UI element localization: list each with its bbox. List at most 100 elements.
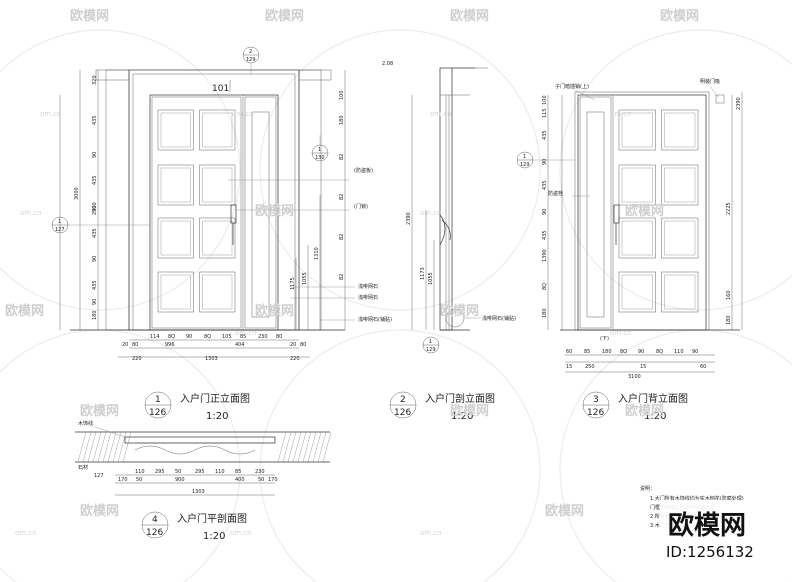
- watermark-site: om.cn: [40, 110, 62, 118]
- back-right-dim: 160: [726, 290, 732, 300]
- plan-dim-2: 400: [235, 477, 245, 483]
- watermark-site: om.cn: [232, 110, 254, 118]
- back-label-flush-bolt: 子门暗插销(上): [555, 83, 589, 90]
- view-sheet: 126: [149, 408, 166, 418]
- back-bottom-dim-2: 60: [700, 364, 706, 370]
- door-number: 101: [212, 84, 229, 94]
- view-title-text: 入户门背立面图: [618, 392, 688, 405]
- front-bottom-dim-1: 8Q: [204, 334, 211, 340]
- front-left-dim: 180: [92, 310, 98, 320]
- front-bottom-dim-3: 220: [290, 356, 300, 362]
- back-elevation: 子门暗插销(上) 明装门吸 防盗栓 (下) 100115435904359043…: [516, 78, 743, 380]
- front-left-dim: 435: [92, 115, 98, 125]
- back-right-dim: 2390: [736, 97, 742, 110]
- front-label-security-plate: (防盗板): [354, 167, 373, 174]
- logo-text: 欧模网: [668, 510, 746, 541]
- section-dim-1055: 1055: [428, 272, 434, 285]
- svg-text:129: 129: [426, 347, 436, 353]
- view-scale: 1:20: [451, 411, 473, 422]
- front-label-stone-1: 浅啡网石: [358, 283, 378, 290]
- watermark-site: om.cn: [610, 110, 632, 118]
- watermark-brand: 欧模网: [450, 8, 489, 24]
- plan-dim-2: 50: [136, 477, 142, 483]
- front-elevation: 101 (防盗板) (门锁) 浅啡网石 浅啡网石 浅啡网石(铺贴) 320435…: [51, 46, 392, 362]
- plan-callout: 127: [94, 473, 104, 479]
- front-panel: [199, 217, 236, 259]
- callout-1-130: 1 130: [311, 135, 329, 162]
- view-scale: 1:20: [206, 411, 228, 422]
- front-bottom-dim-2: 996: [165, 342, 175, 348]
- view-number: 2: [400, 395, 406, 405]
- front-right-dim: 82: [339, 194, 345, 200]
- callout-1-127: 1 127: [51, 216, 150, 234]
- section-elevation: 2.08 2390 1173 1055 浅啡网石(铺贴) 1 129: [382, 61, 516, 354]
- plan-label-wood-trim: 木饰线: [78, 420, 93, 427]
- view-title-front: 1 126 入户门正立面图 1:20: [144, 391, 250, 422]
- view-number: 1: [155, 395, 161, 405]
- back-bottom-dim-2: 15: [640, 364, 646, 370]
- back-left-dim: 8Q: [542, 283, 548, 290]
- back-bottom-dim-2: 250: [585, 364, 595, 370]
- front-panel: [157, 164, 194, 206]
- back-bottom-dim-1: 85: [584, 349, 590, 355]
- watermark-site: om.cn: [15, 529, 37, 537]
- back-bottom-dim-1: 110: [674, 349, 684, 355]
- watermark-brand: 欧模网: [5, 303, 44, 319]
- front-label-stone-3: 浅啡网石(铺贴): [358, 316, 392, 323]
- watermark-site: om.cn: [230, 529, 252, 537]
- back-left-dim: 115: [542, 108, 548, 118]
- watermark-site: om.cn: [235, 329, 257, 337]
- back-left-dim: 90: [542, 209, 548, 215]
- back-bottom-dim-1: 90: [692, 349, 698, 355]
- front-right-dim: 1055: [302, 272, 308, 285]
- brand-logo: 欧模网 ID:1256132: [660, 500, 792, 582]
- plan-total: 1303: [192, 489, 205, 495]
- watermark-brand: 欧模网: [625, 403, 664, 419]
- back-panel: [618, 164, 656, 206]
- back-left-dim: 90: [542, 159, 548, 165]
- view-number: 4: [152, 515, 158, 525]
- watermark-brand: 欧模网: [80, 503, 119, 519]
- watermarks: 欧模网欧模网欧模网欧模网欧模网欧模网欧模网欧模网欧模网欧模网欧模网欧模网欧模网欧…: [5, 8, 699, 537]
- front-total-height: 3000: [74, 187, 80, 200]
- front-right-dim: 82: [339, 274, 345, 280]
- section-dim-2390: 2390: [406, 212, 412, 225]
- view-title-text: 入户门剖立面图: [425, 392, 495, 405]
- watermark-site: om.cn: [430, 110, 452, 118]
- plan-label-stone: 石材: [78, 464, 88, 471]
- watermark-site: om.cn: [610, 329, 632, 337]
- view-titles: 1 126 入户门正立面图 1:20 2 126 入户门剖立面图 1:20 3126入户门背立面…: [141, 391, 688, 542]
- plan-dim-1: 110: [215, 469, 225, 475]
- front-right-dim: 82: [339, 234, 345, 240]
- plan-dim-2: 900: [175, 477, 185, 483]
- plan-dim-1: 295: [155, 469, 165, 475]
- front-left-dim: 320: [92, 75, 98, 85]
- watermark-brand: 欧模网: [545, 503, 584, 519]
- front-panel: [157, 109, 194, 151]
- front-bottom-dim-1: 85: [240, 334, 246, 340]
- back-panel: [661, 164, 699, 206]
- svg-text:129: 129: [246, 57, 256, 63]
- svg-text:1: 1: [429, 339, 432, 345]
- front-right-dim: 1175: [290, 277, 296, 290]
- watermark-brand: 欧模网: [70, 8, 109, 24]
- plan-dim-1: 230: [255, 469, 265, 475]
- front-bottom-dim-2: 80: [300, 342, 306, 348]
- watermark-brand: 欧模网: [660, 8, 699, 24]
- front-bottom-dim-2: 20: [290, 342, 296, 348]
- plan-dim-1: 85: [235, 469, 241, 475]
- watermark-brand: 欧模网: [625, 203, 664, 219]
- back-bottom-dim-1: 60: [566, 349, 572, 355]
- front-bottom-dim-3: 1303: [205, 356, 218, 362]
- front-bottom-dim-1: 8Q: [168, 334, 175, 340]
- plan-dim-1: 50: [175, 469, 181, 475]
- view-title-text: 入户门正立面图: [180, 392, 250, 405]
- view-number: 3: [593, 395, 599, 405]
- plan-dim-2: 170: [118, 477, 128, 483]
- front-right-dim: 1310: [314, 247, 320, 260]
- section-dim-1173: 1173: [420, 267, 426, 280]
- svg-text:129: 129: [520, 162, 530, 168]
